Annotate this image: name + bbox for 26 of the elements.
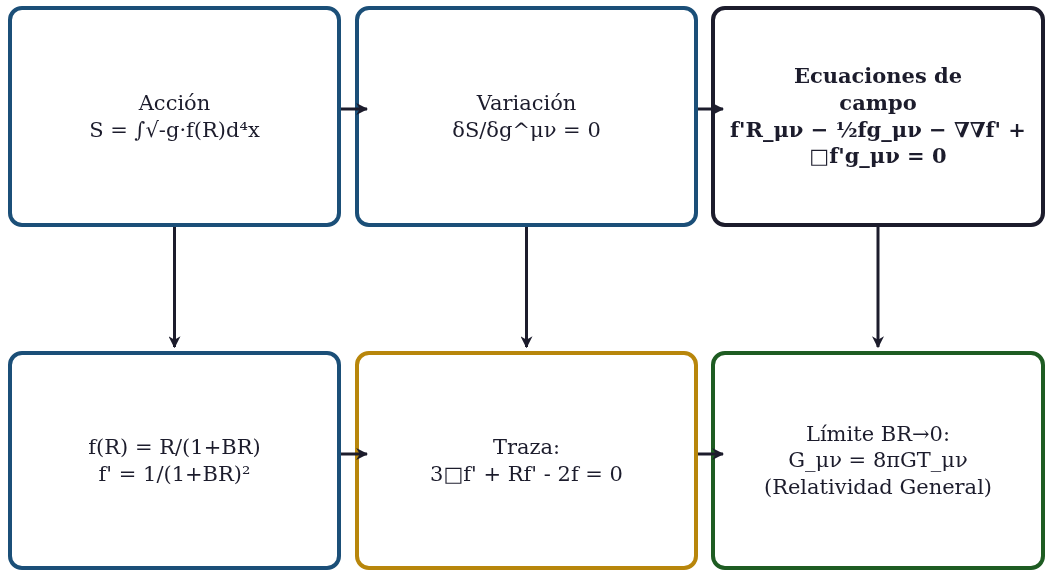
arrow [341,103,369,115]
formula-text: f' = 1/(1+BR)² [98,460,251,488]
process-box [8,6,341,227]
process-box [8,351,341,570]
formula-text: δS/δg^μν = 0 [452,116,601,144]
formula-text: Ecuaciones de campo [792,63,964,117]
process-box [355,6,698,227]
arrow [168,227,181,349]
arrow [698,448,725,460]
arrow [520,227,533,349]
arrow [341,448,369,460]
formula-text: Variación [476,89,577,117]
formula-text: f'R_μν − ½fg_μν − ∇∇f' + □f'g_μν = 0 [729,116,1027,170]
process-box [711,6,1045,227]
arrow [698,103,725,115]
formula-text: G_μν = 8πGT_μν [788,447,968,474]
formula-text: Acción [138,89,211,117]
formula-text: f(R) = R/(1+BR) [88,433,261,461]
formula-text: Traza: [492,433,561,461]
formula-text: Límite BR→0: [805,420,951,448]
process-box [711,351,1045,570]
arrow [872,227,884,349]
formula-text: S = ∫√-g·f(R)d⁴x [89,116,260,144]
formula-text: (Relatividad General) [763,473,993,501]
process-box [355,351,698,570]
formula-text: 3□f' + Rf' - 2f = 0 [430,460,623,488]
